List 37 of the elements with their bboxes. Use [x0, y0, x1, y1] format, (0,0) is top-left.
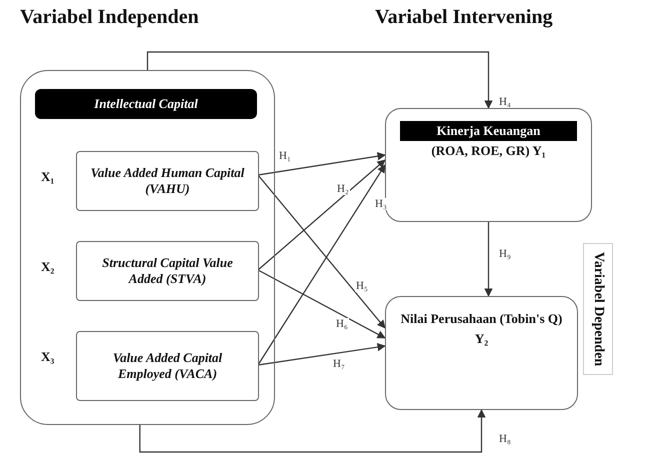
arrow	[258, 164, 386, 366]
edge-label: H₅	[355, 280, 369, 292]
group-box	[20, 70, 275, 425]
variable-name: Nilai Perusahaan (Tobin's Q) Y₂	[400, 310, 564, 348]
edge-label: H₇	[332, 358, 346, 370]
arrow	[258, 269, 386, 339]
variable-symbol: X₁	[41, 169, 54, 185]
edge-label: H₆	[335, 318, 349, 330]
variable-box	[385, 108, 592, 222]
variable-box	[385, 296, 578, 410]
variable-heading: Variabel Dependen	[583, 243, 613, 376]
arrow	[258, 159, 386, 270]
variable-name: Structural Capital Value Added (STVA)	[101, 255, 234, 287]
edge-label: H₄	[498, 96, 512, 108]
variable-box	[76, 241, 259, 301]
variable-name: Value Added Capital Employed (VACA)	[112, 350, 224, 382]
edge-label: H₂	[336, 183, 350, 195]
arrow	[146, 51, 493, 109]
variable-symbol: X₃	[41, 349, 54, 365]
variable-box	[76, 331, 259, 401]
arrow	[258, 152, 386, 176]
arrow	[139, 409, 486, 453]
group-heading: Intellectual Capital	[35, 89, 257, 119]
variable-heading-band: Kinerja Keuangan	[400, 121, 577, 141]
edge-label: H₁	[278, 150, 292, 162]
arrow	[258, 174, 386, 329]
variable-symbol: X₂	[41, 259, 54, 275]
variable-name: Value Added Human Capital (VAHU)	[90, 165, 246, 197]
edge-label: H₉	[498, 248, 512, 260]
variable-heading: Variabel Independen	[20, 6, 199, 29]
variable-heading: Variabel Intervening	[375, 6, 553, 29]
arrow	[258, 342, 386, 366]
edge-label: H₈	[498, 433, 512, 445]
arrow	[484, 222, 493, 297]
edge-label: H₃	[374, 198, 388, 210]
variable-box	[76, 151, 259, 211]
variable-name: (ROA, ROE, GR) Y₁	[430, 142, 547, 160]
